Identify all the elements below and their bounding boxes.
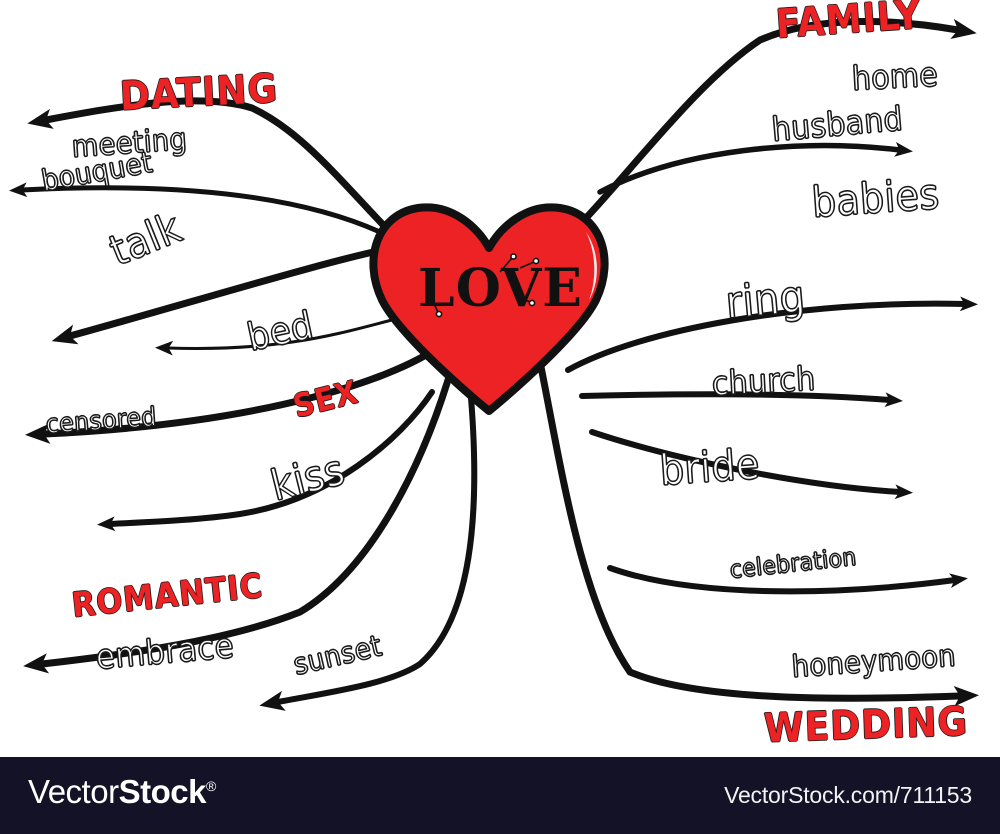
branch-line-bed [155, 316, 402, 356]
branch-line-ring [565, 296, 978, 373]
branch-heading-dating[interactable]: DATING [118, 65, 280, 120]
branch-line-family-spine [582, 17, 977, 222]
registered-trademark-icon: ® [205, 778, 216, 794]
branch-line-meeting [9, 182, 383, 235]
branch-line-talk [51, 244, 396, 345]
heart-outline [369, 203, 609, 415]
heart-shape [369, 203, 609, 415]
watermark-footer: VectorStock® VectorStock.com/711153 [0, 757, 1000, 834]
branch-line-home [597, 142, 913, 195]
mindmap-canvas [9, 17, 979, 711]
logo-text-bold: Stock [118, 773, 207, 810]
branch-keyword-home[interactable]: home [850, 54, 940, 99]
branch-line-celebration [607, 565, 968, 595]
branch-line-romantic-spine [23, 376, 452, 674]
heart-fill [373, 207, 605, 411]
heart-highlight [586, 232, 597, 300]
branch-line-sunset [259, 383, 478, 711]
branch-keyword-bride[interactable]: bride [658, 439, 762, 496]
branch-line-church [579, 391, 903, 407]
center-node-label[interactable]: LOVE [418, 258, 583, 319]
branch-keyword-ring[interactable]: ring [723, 271, 808, 330]
branch-line-wedding-spine [536, 358, 979, 707]
branch-line-bride [589, 429, 913, 500]
branch-keyword-church[interactable]: church [710, 358, 817, 404]
logo-text-thin: Vector [28, 773, 119, 810]
branch-line-dating-spine [27, 97, 392, 234]
pin-decorations [431, 253, 540, 318]
branch-keyword-babies[interactable]: babies [810, 169, 942, 228]
source-url[interactable]: VectorStock.com/711153 [724, 782, 972, 808]
branch-line-kiss [97, 389, 435, 532]
vectorstock-logo[interactable]: VectorStock® [28, 775, 216, 808]
branch-heading-wedding[interactable]: WEDDING [763, 698, 969, 752]
